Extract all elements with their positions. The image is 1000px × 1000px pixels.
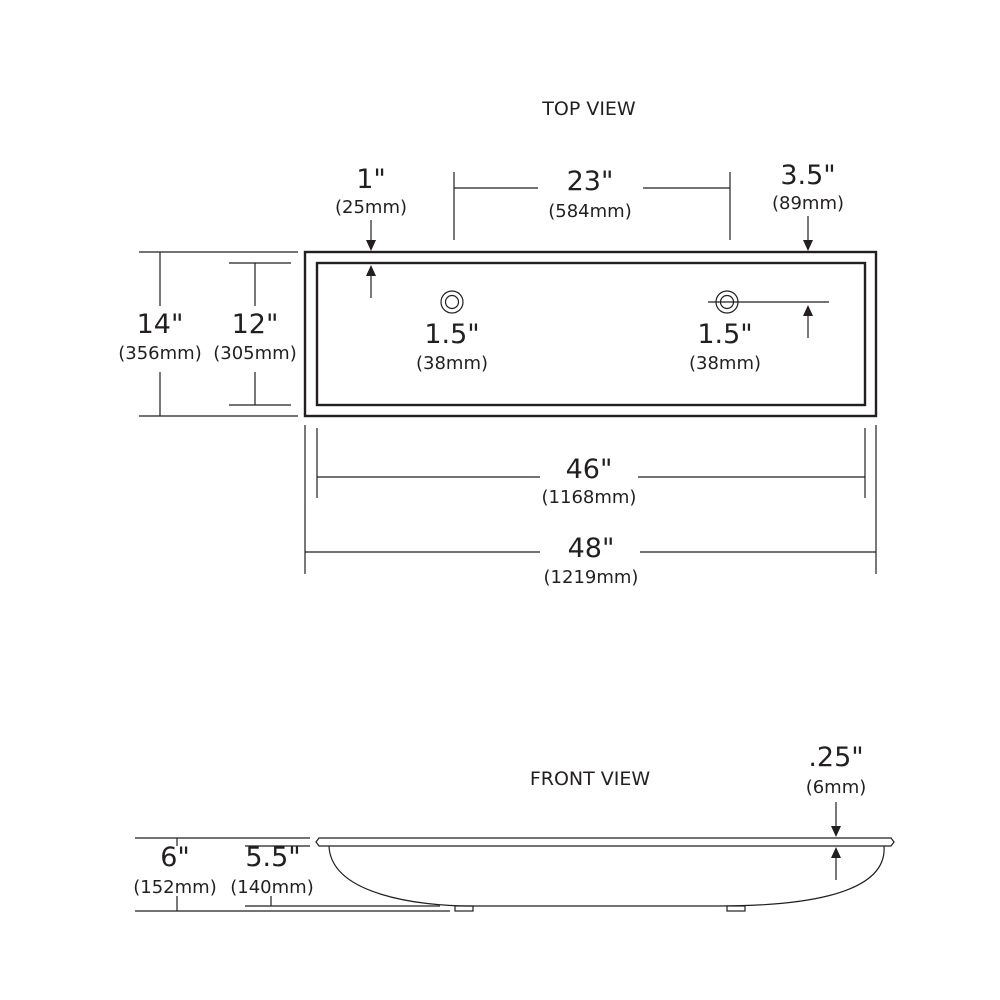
outer-width-mm: (1219mm) <box>544 567 639 588</box>
bowl-depth-inch: 5.5" <box>245 842 300 873</box>
sink-inner-outline <box>315 261 867 407</box>
inner-width-inch: 46" <box>566 454 613 485</box>
rim-thickness-inch: .25" <box>808 742 863 773</box>
sink-outer-outline <box>303 250 878 418</box>
front-view-title: FRONT VIEW <box>530 768 651 790</box>
hole-left-inch: 1.5" <box>424 319 479 350</box>
arrow-down-icon <box>366 240 376 251</box>
dim-inner-depth: 12" (305mm) <box>213 262 297 406</box>
sink-foot-left <box>454 905 474 912</box>
bowl-depth-mm: (140mm) <box>230 877 313 898</box>
overall-height-inch: 6" <box>160 842 190 873</box>
inner-depth-mm: (305mm) <box>213 343 296 364</box>
hole-left-mm: (38mm) <box>416 353 488 374</box>
overall-height-mm: (152mm) <box>133 877 216 898</box>
arrow-up-icon <box>831 847 841 858</box>
hole-offset-inch: 3.5" <box>780 160 835 191</box>
dim-hole-offset: 3.5" (89mm) <box>708 160 844 338</box>
dim-hole-right: 1.5" (38mm) <box>689 319 761 374</box>
dim-rim-inset: 1" (25mm) <box>335 164 407 298</box>
sink-bowl-profile <box>328 845 885 907</box>
hole-right-inch: 1.5" <box>697 319 752 350</box>
dim-rim-thickness: .25" (6mm) <box>806 742 867 880</box>
dim-inner-width: 46" (1168mm) <box>316 428 866 508</box>
dim-outer-width: 48" (1219mm) <box>304 425 877 588</box>
arrow-up-icon <box>366 265 376 276</box>
hole-spacing-mm: (584mm) <box>548 201 631 222</box>
arrow-up-icon <box>803 305 813 316</box>
sink-rim-profile <box>315 837 895 847</box>
outer-depth-inch: 14" <box>137 309 184 340</box>
outer-depth-mm: (356mm) <box>118 343 201 364</box>
rim-thickness-mm: (6mm) <box>806 777 867 798</box>
dim-hole-spacing: 23" (584mm) <box>453 166 731 240</box>
dim-outer-depth: 14" (356mm) <box>118 251 298 417</box>
arrow-down-icon <box>803 240 813 251</box>
dim-hole-left: 1.5" (38mm) <box>416 319 488 374</box>
top-view-title: TOP VIEW <box>541 98 636 120</box>
inner-depth-inch: 12" <box>232 309 279 340</box>
arrow-down-icon <box>831 826 841 837</box>
hole-spacing-inch: 23" <box>567 166 614 197</box>
hole-left <box>440 290 464 314</box>
sink-foot-right <box>726 905 746 912</box>
dim-bowl-depth: 5.5" (140mm) <box>230 842 440 907</box>
rim-inset-inch: 1" <box>356 164 386 195</box>
outer-width-inch: 48" <box>568 533 615 564</box>
front-view: FRONT VIEW .25" (6mm) 6" (152mm) <box>133 742 895 912</box>
dim-overall-height: 6" (152mm) <box>133 837 450 912</box>
inner-width-mm: (1168mm) <box>542 487 637 508</box>
hole-offset-mm: (89mm) <box>772 193 844 214</box>
top-view: TOP VIEW 1" (25mm) 23" <box>118 98 878 588</box>
rim-inset-mm: (25mm) <box>335 197 407 218</box>
hole-right-mm: (38mm) <box>689 353 761 374</box>
